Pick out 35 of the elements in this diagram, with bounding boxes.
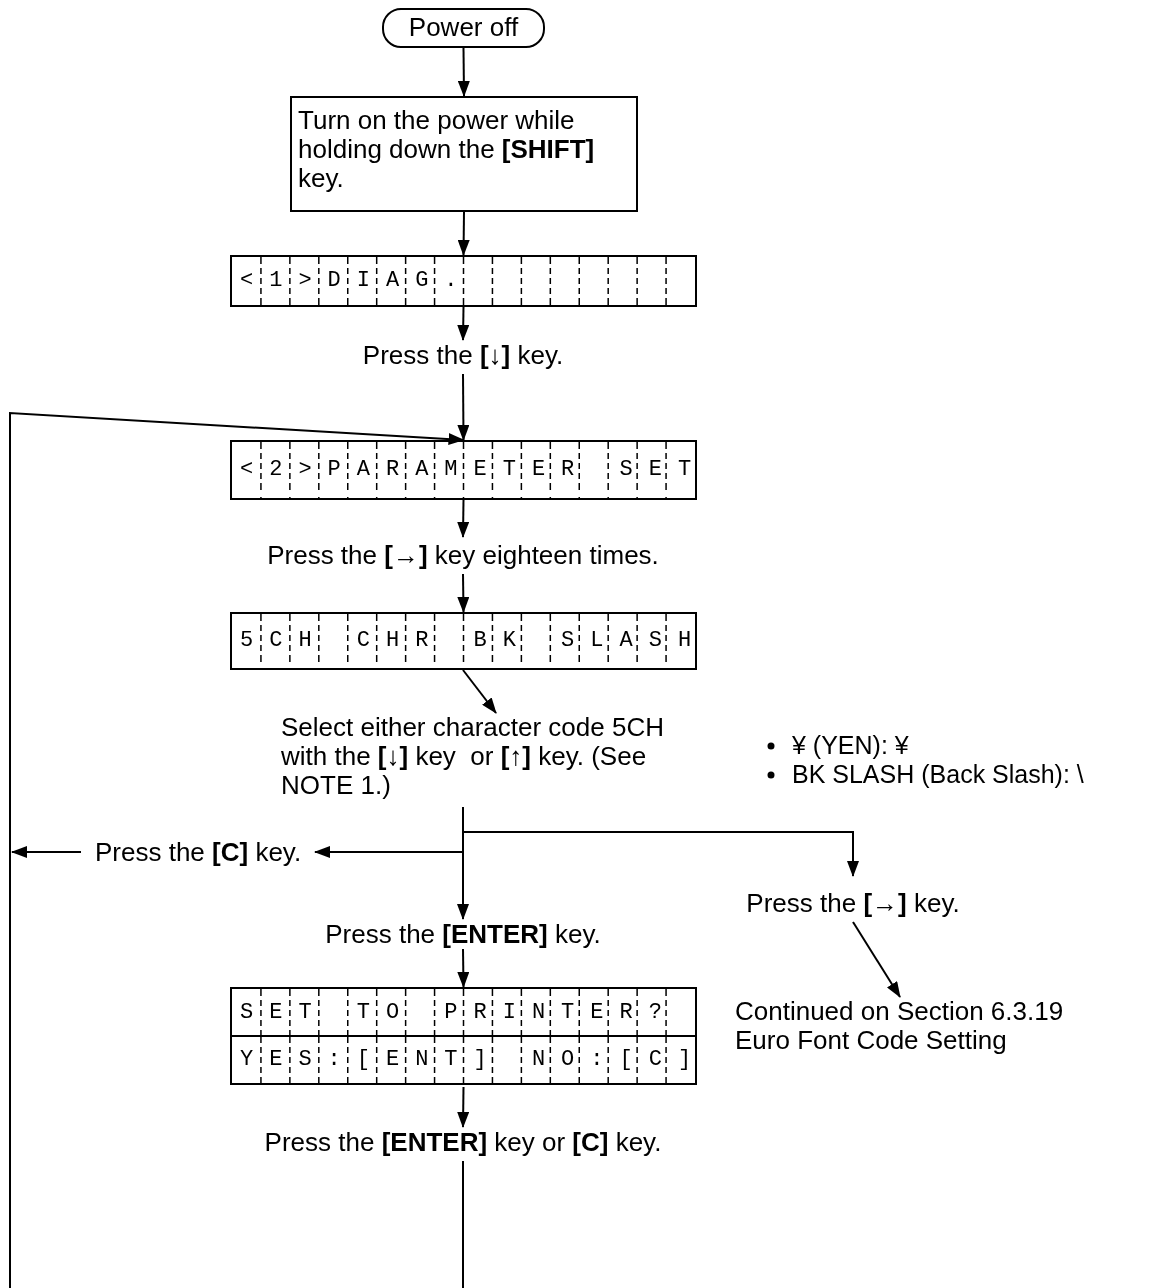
arrow [457,948,470,988]
step-text: Press the [ENTER] key. [325,920,601,949]
lcd-display [230,612,697,670]
lcd-display [230,255,697,307]
arrow [462,669,497,714]
step-text: Press the [→] key eighteen times. [267,541,659,570]
step-text: Turn on the power while holding down the [SHIFT] key. [298,106,596,193]
arrow [457,373,470,441]
arrow [11,846,82,858]
lcd-display [230,440,697,500]
bullet-note: BK SLASH (Back Slash): \ [792,761,1084,788]
lcd-display [230,987,697,1085]
arrow [457,573,470,613]
lcd-text: YES:[ENT] NO:[C] [239,1046,708,1073]
arrow [457,211,470,256]
arrow [462,806,859,877]
lcd-text: <2>PARAMETER SET [239,457,708,483]
step-text: Press the [→] key. [746,889,960,918]
step-text: Select either character code 5CH with the [↓] key or [↑] key. (See NOTE 1.) [281,713,665,800]
arrow [457,47,470,97]
process-box [290,96,638,212]
step-text: Continued on Section 6.3.19 Euro Font Code Setting [735,997,1065,1055]
arrow [457,1086,470,1128]
lcd-text: <1>DIAG. [239,268,474,294]
step-text: Press the [ENTER] key or [C] key. [264,1128,662,1157]
arrow [9,411,465,1288]
step-text: Press the [↓] key. [362,341,564,370]
arrow [457,499,470,538]
lcd-text: 5CH CHR BK SLASH [239,628,708,654]
terminator-box: Power off [382,8,545,48]
arrow [852,921,901,998]
lcd-text: SET TO PRINTER? [239,999,678,1026]
bullet-note: ¥ (YEN): ¥ [792,732,909,759]
arrow [457,306,470,341]
step-text: Press the [C] key. [95,838,302,867]
